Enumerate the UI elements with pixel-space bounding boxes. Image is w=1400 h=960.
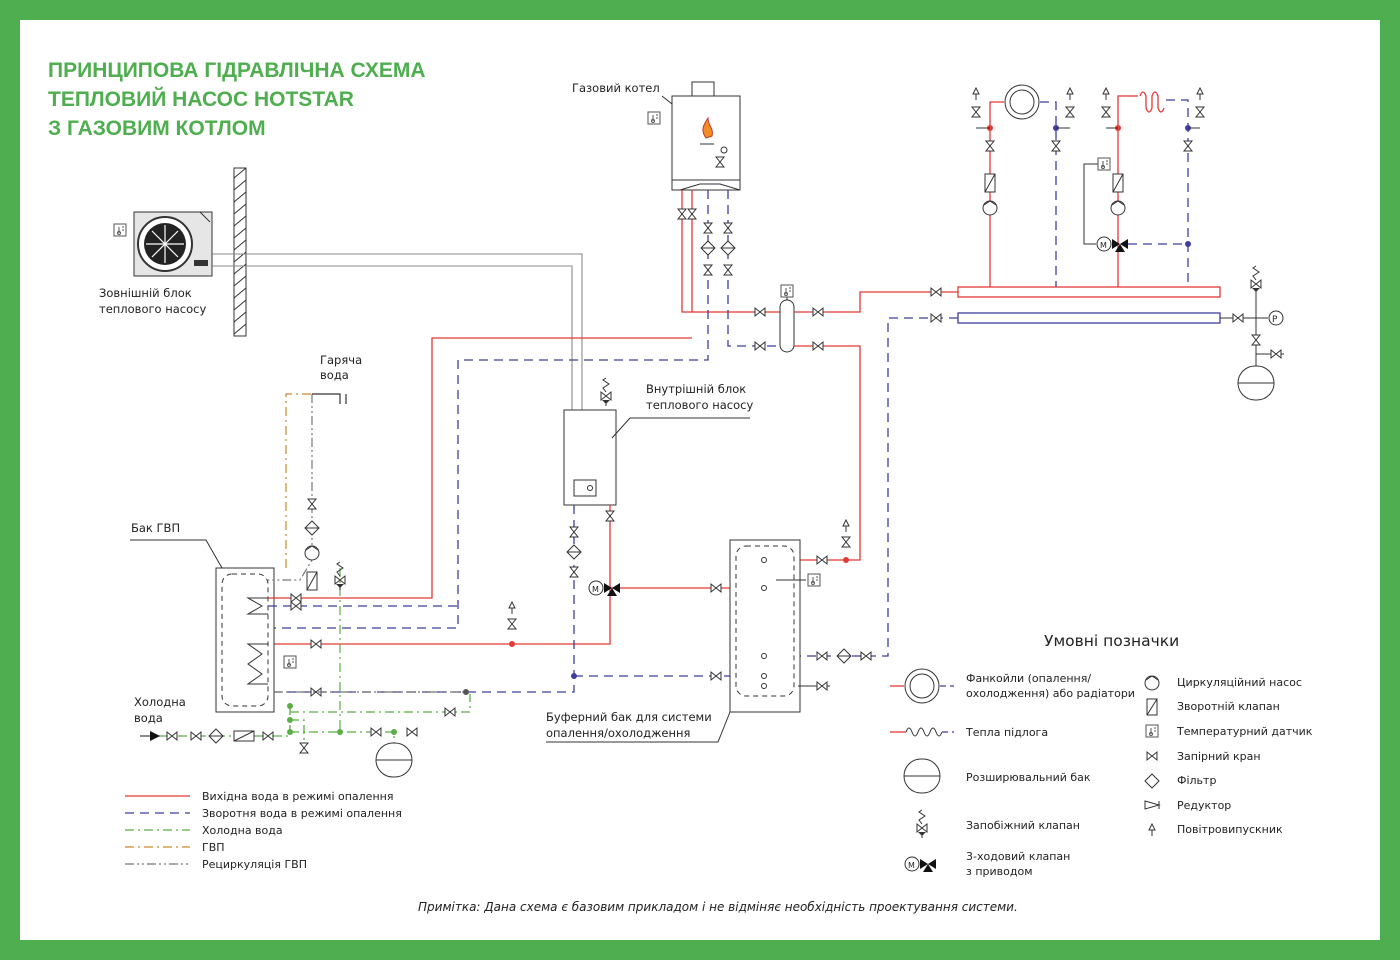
indoor-unit-label-2: теплового насосу	[646, 398, 753, 412]
legend-check: Зворотній клапан	[1177, 700, 1280, 713]
refrigerant-lines	[212, 253, 583, 410]
legend-fancoil: Фанкойли (опалення/	[966, 672, 1091, 685]
buffer-tank	[729, 539, 806, 713]
return-manifold	[957, 312, 1221, 324]
dhw-tank	[215, 567, 275, 713]
outdoor-unit-label-2: теплового насосу	[99, 302, 206, 316]
supply-manifold	[957, 286, 1221, 298]
pressure-gauge-icon: P	[1268, 310, 1284, 326]
legend-line-label: Рециркуляція ГВП	[202, 858, 307, 871]
title-line-1: ПРИНЦИПОВА ГІДРАВЛІЧНА СХЕМА	[48, 59, 426, 82]
legend-threeway: 3-ходовий клапан	[966, 850, 1070, 863]
legend-line-label: Холодна вода	[202, 824, 283, 837]
legend-shutoff: Запірний кран	[1177, 750, 1261, 763]
cold-water-label: Холодна	[134, 695, 186, 709]
legend-floor: Тепла підлога	[965, 726, 1048, 739]
legend-line-label: Зворотня вода в режимі опалення	[202, 807, 402, 820]
gas-boiler	[671, 81, 741, 191]
legend-pump: Циркуляційний насос	[1177, 676, 1302, 689]
symbols-legend: Умовні позначки Фанкойли (опалення/ охол…	[890, 632, 1313, 878]
outdoor-unit	[133, 211, 213, 277]
legend-line-label: Вихідна вода в режимі опалення	[202, 790, 393, 803]
indoor-unit-label: Внутрішній блок	[646, 382, 746, 396]
wall	[233, 167, 247, 337]
indoor-unit	[563, 409, 631, 506]
title-line-2: ТЕПЛОВИЙ НАСОС HOTSTAR	[48, 88, 354, 111]
dhw-tank-label: Бак ГВП	[131, 521, 180, 535]
fan-icon	[137, 216, 193, 272]
footnote: Примітка: Дана схема є базовим прикладом…	[418, 900, 1018, 914]
legend-expansion: Розширювальний бак	[966, 771, 1091, 784]
title-line-3: З ГАЗОВИМ КОТЛОМ	[48, 117, 266, 140]
buffer-tank-label: Буферний бак для системи	[546, 710, 712, 724]
legend-filter: Фільтр	[1177, 774, 1216, 787]
outdoor-unit-label: Зовнішній блок	[99, 286, 192, 300]
svg-text:M: M	[908, 861, 915, 870]
legend-fancoil-2: охолодження) або радіатори	[966, 687, 1135, 700]
buffer-tank-label-2: опалення/охолодження	[546, 726, 690, 740]
legend-safety: Запобіжний клапан	[966, 819, 1080, 832]
svg-text:M: M	[1100, 241, 1107, 250]
flame-icon	[702, 116, 713, 139]
gas-boiler-label: Газовий котел	[572, 81, 660, 95]
legend-heading: Умовні позначки	[1044, 632, 1179, 650]
svg-text:P: P	[1272, 315, 1278, 325]
hydraulic-separator	[779, 284, 795, 353]
legend-line-label: ГВП	[202, 841, 225, 854]
legend-sensor: Температурний датчик	[1176, 725, 1313, 738]
cold-water-label-2: вода	[134, 711, 163, 725]
hot-water-label-2: вода	[320, 368, 349, 382]
legend-threeway-2: з приводом	[966, 865, 1033, 878]
hot-water-label: Гаряча	[320, 353, 362, 367]
svg-text:M: M	[592, 585, 599, 594]
legend-reducer: Редуктор	[1177, 799, 1231, 812]
page-title: ПРИНЦИПОВА ГІДРАВЛІЧНА СХЕМА ТЕПЛОВИЙ НА…	[48, 56, 426, 143]
legend-air-vent: Повітровипускник	[1177, 823, 1283, 836]
